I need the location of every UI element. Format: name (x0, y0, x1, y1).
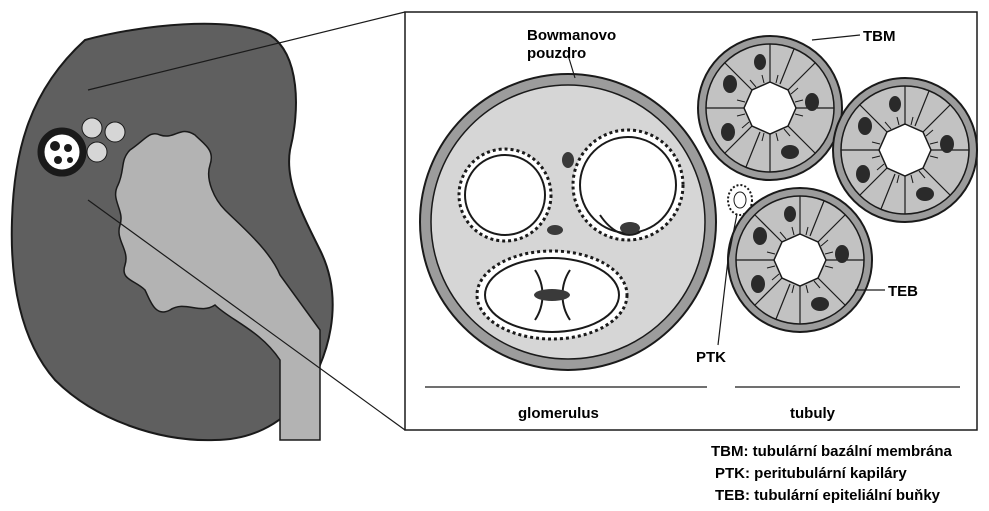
bowman-capsule (420, 74, 716, 370)
tubule-2 (833, 78, 977, 222)
legend-tbm: TBM: tubulární bazální membrána (711, 441, 952, 463)
legend-ptk: PTK: peritubulární kapiláry (711, 463, 952, 485)
tbm-label: TBM (863, 28, 896, 45)
ptk-label: PTK (696, 349, 726, 366)
bowman-label-1: Bowmanovo (527, 27, 616, 44)
bowman-label-2: pouzdro (527, 45, 586, 62)
tubuly-label: tubuly (790, 405, 836, 422)
teb-label: TEB (888, 283, 918, 300)
tubule-1 (698, 36, 842, 180)
glomerulus-label: glomerulus (518, 405, 599, 422)
legend: TBM: tubulární bazální membrána PTK: per… (711, 441, 952, 507)
tubule-3 (728, 188, 872, 332)
legend-teb: TEB: tubulární epiteliální buňky (711, 485, 952, 507)
